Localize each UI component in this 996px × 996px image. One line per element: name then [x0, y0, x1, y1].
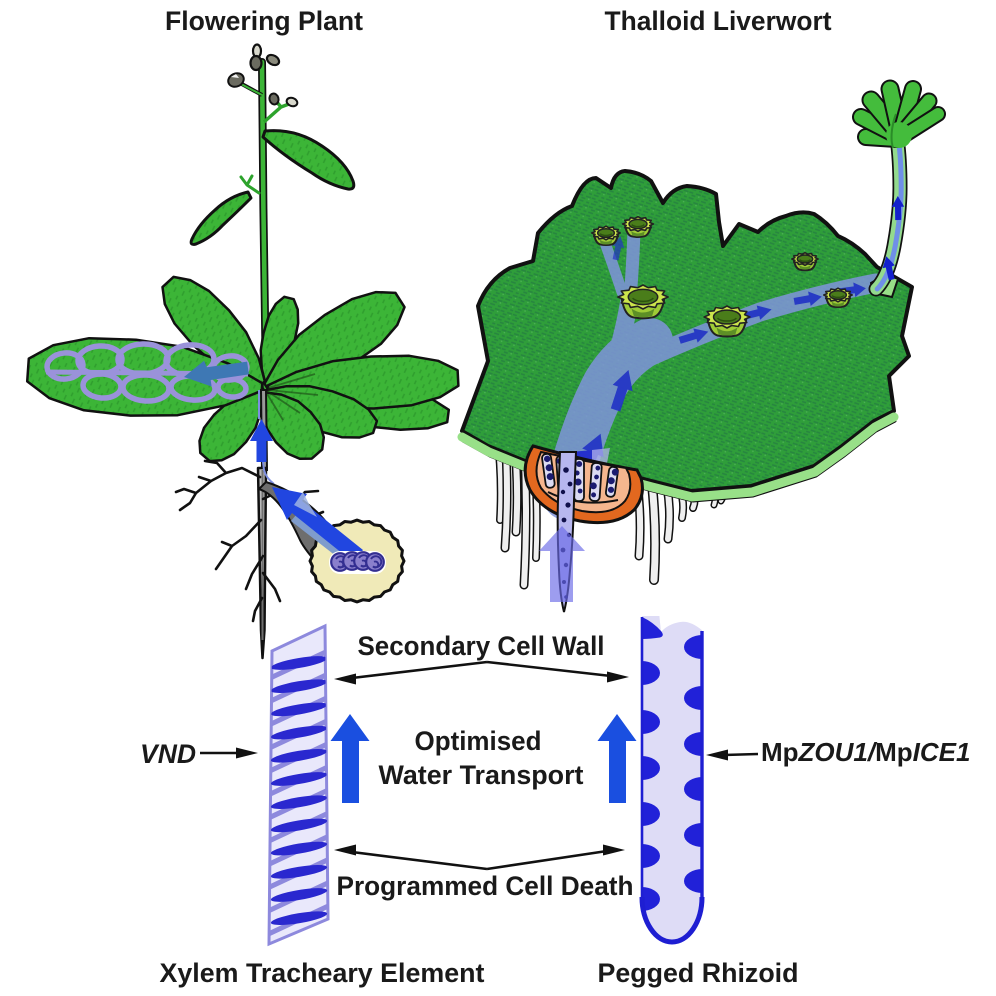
- svg-text:MpZOU1/MpICE1: MpZOU1/MpICE1: [761, 737, 970, 767]
- svg-text:Programmed Cell Death: Programmed Cell Death: [337, 871, 634, 901]
- svg-text:Water Transport: Water Transport: [379, 760, 584, 790]
- svg-text:Pegged Rhizoid: Pegged Rhizoid: [598, 958, 799, 988]
- svg-text:Xylem Tracheary Element: Xylem Tracheary Element: [160, 958, 485, 988]
- svg-text:Optimised: Optimised: [415, 726, 542, 756]
- svg-text:VND: VND: [140, 739, 196, 769]
- svg-text:Flowering Plant: Flowering Plant: [165, 6, 363, 36]
- svg-text:Thalloid Liverwort: Thalloid Liverwort: [605, 6, 832, 36]
- svg-text:Secondary Cell Wall: Secondary Cell Wall: [358, 631, 605, 661]
